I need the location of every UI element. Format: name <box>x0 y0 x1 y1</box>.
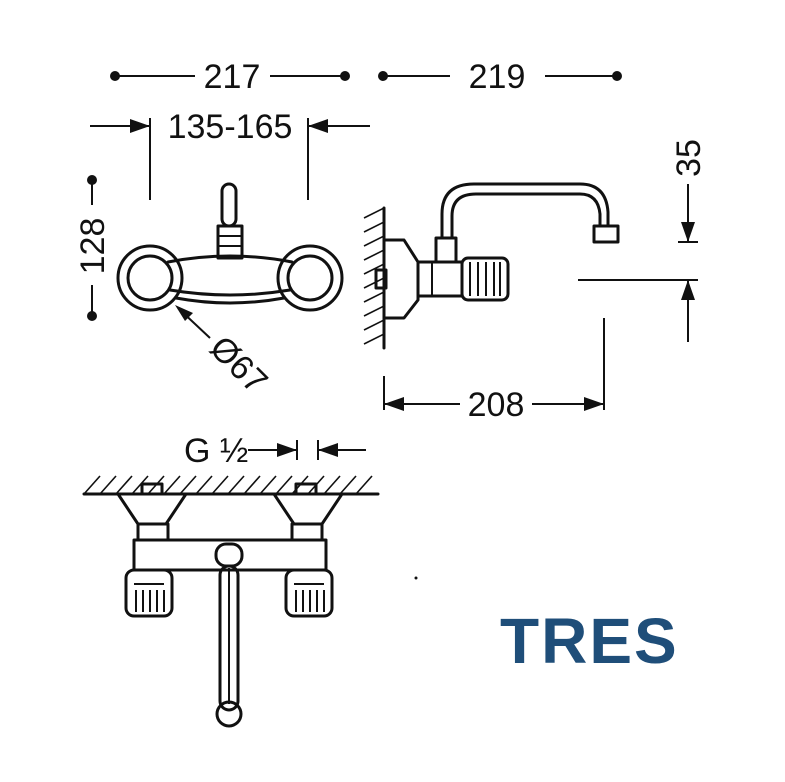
dim-217-label: 217 <box>204 58 261 96</box>
dim-thread: G ½ <box>184 432 366 470</box>
dim-diameter-label: Ø67 <box>202 329 274 401</box>
dim-208: 208 <box>383 318 605 424</box>
wall-hatch <box>363 207 385 345</box>
dim-35-label: 35 <box>670 139 708 177</box>
dim-219-label: 219 <box>469 58 526 96</box>
mixer-front-view <box>82 475 380 728</box>
mixer-side-view <box>363 182 620 350</box>
dim-128-label: 128 <box>74 218 112 275</box>
ceiling-hatch <box>83 475 373 495</box>
mixer-top-view: Ø67 <box>116 182 344 401</box>
logo-text: TRES <box>500 605 679 677</box>
stray-dot <box>414 576 418 580</box>
dim-35: 35 <box>578 139 708 342</box>
dim-219: 219 <box>378 58 622 96</box>
dim-217: 217 <box>110 58 350 96</box>
dim-thread-label: G ½ <box>184 432 248 470</box>
dim-135-165-label: 135-165 <box>168 108 293 146</box>
dim-128: 128 <box>74 175 112 321</box>
dim-135-165: 135-165 <box>90 108 370 200</box>
dim-208-label: 208 <box>468 386 525 424</box>
tres-logo: TRES <box>500 605 679 677</box>
